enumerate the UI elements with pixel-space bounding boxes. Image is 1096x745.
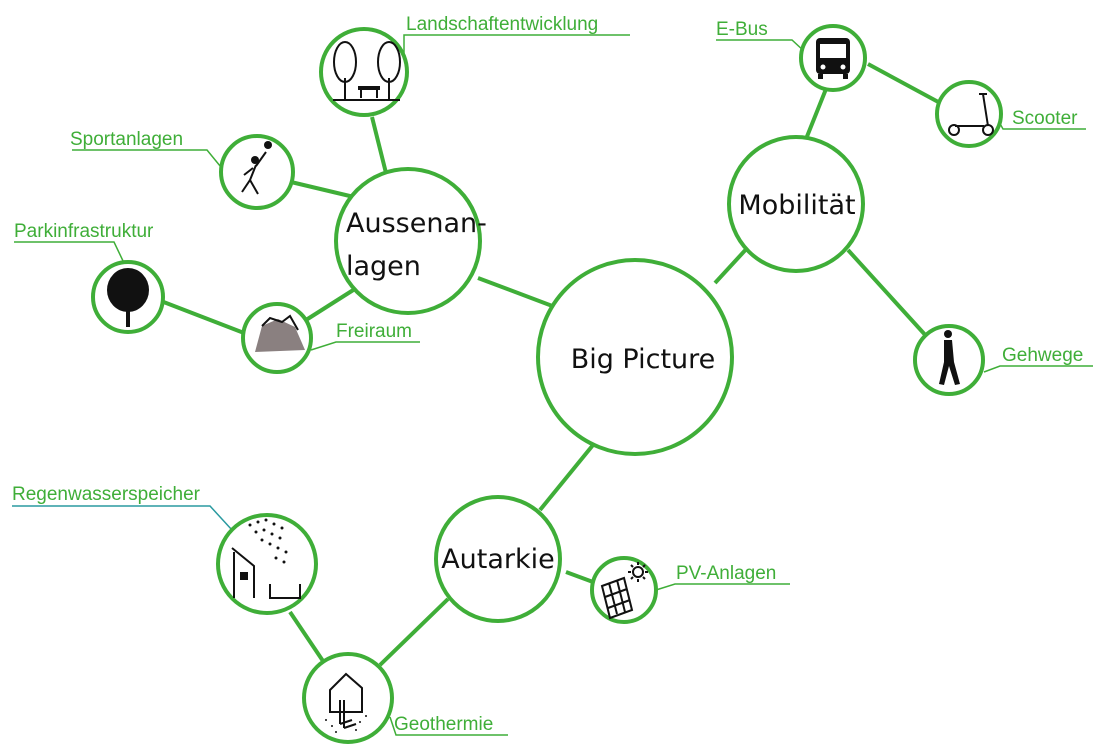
edge-regen-geo [288,610,327,666]
hub-aussenanlagen[interactable]: Aussenan- lagen [334,167,487,315]
node-e-bus[interactable] [799,24,867,92]
node-scooter[interactable] [935,80,1003,148]
edge-big-aussen [477,276,556,309]
node-pv-anlagen[interactable] [590,556,658,624]
rain-house-icon [231,518,301,599]
node-parkinfrastruktur[interactable] [91,260,165,334]
callout-pv [655,583,790,591]
edge-autarkie-pv [565,570,594,584]
bus-icon [816,38,850,79]
leaf-labels: Landschaftentwicklung Sportanlagen Parki… [12,14,1083,735]
edge-mobil-ebus [804,88,828,140]
node-regenwasserspeicher[interactable] [216,513,318,615]
hub-label-big-picture: Big Picture [571,344,716,375]
pedestrian-icon [939,330,960,385]
node-gehwege[interactable] [913,324,985,396]
edge-big-autarkie [538,443,595,512]
callout-freiraum [310,341,420,351]
node-sportanlagen[interactable] [219,134,295,210]
label-gehwege: Gehwege [1002,345,1083,366]
label-scooter: Scooter [1012,108,1078,129]
hub-label-mobilitaet: Mobilität [738,190,855,221]
hub-label-autarkie: Autarkie [441,544,555,575]
label-e-bus: E-Bus [716,19,768,40]
hub-label-aussenanlagen-1: Aussenan- [346,208,487,239]
callout-regenwasser [12,505,233,531]
callout-landschaft [403,34,630,63]
trees-bench-icon [333,41,401,101]
geothermal-house-icon [325,672,367,733]
edge-ebus-scooter [867,62,943,106]
edge-freiraum-park [160,299,245,335]
label-sportanlagen: Sportanlagen [70,129,183,150]
label-parkinfrastruktur: Parkinfrastruktur [14,221,154,242]
label-landschaftentwicklung: Landschaftentwicklung [406,14,598,35]
rock-icon [255,314,305,352]
volleyball-player-icon [241,141,272,195]
edge-aussen-freiraum [304,285,360,322]
callout-gehwege [983,365,1093,373]
edge-big-mobil [713,243,752,285]
edge-mobil-gehwege [846,248,930,340]
solar-panel-icon [600,562,648,620]
edge-aussen-landschaft [370,116,388,174]
label-geothermie: Geothermie [394,714,493,735]
callout-sportanlagen [72,149,226,173]
tree-icon [107,268,149,327]
edge-aussen-sport [290,180,355,199]
hub-big-picture[interactable]: Big Picture [536,258,734,456]
node-geothermie[interactable] [302,652,394,744]
hub-label-aussenanlagen-2: lagen [346,251,421,282]
hub-mobilitaet[interactable]: Mobilität [727,135,865,273]
callout-geothermie [389,716,508,736]
label-freiraum: Freiraum [336,321,412,342]
node-freiraum[interactable] [241,302,313,374]
label-regenwasserspeicher: Regenwasserspeicher [12,484,201,505]
edge-autarkie-geo [378,597,450,667]
scooter-icon [948,93,994,136]
edges [160,62,943,667]
node-landschaftentwicklung[interactable] [319,27,409,117]
callout-parkinfrastruktur [14,241,125,264]
hub-autarkie[interactable]: Autarkie [434,495,562,623]
callout-ebus [716,39,806,53]
label-pv-anlagen: PV-Anlagen [676,563,776,584]
